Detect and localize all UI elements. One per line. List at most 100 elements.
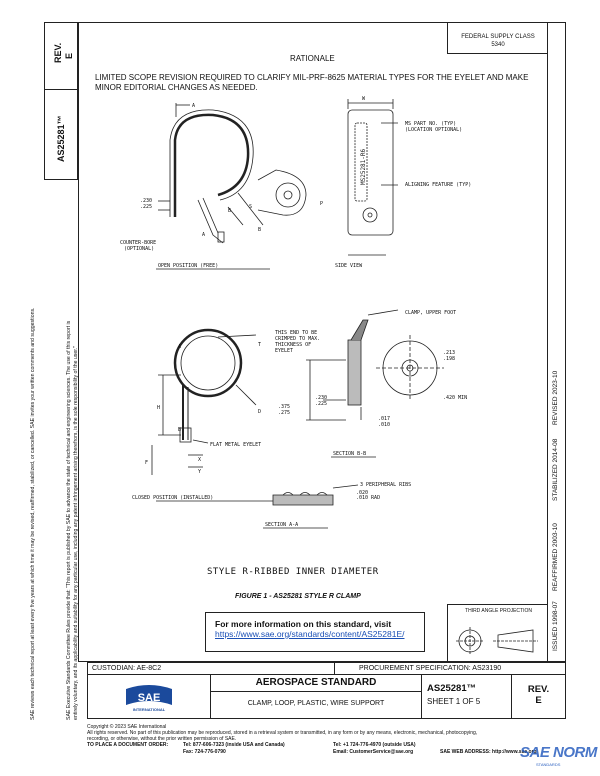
federal-supply-class: FEDERAL SUPPLY CLASS 5340 — [447, 22, 548, 54]
dim-225-a: .225 — [140, 204, 153, 210]
label-side-view: SIDE VIEW — [335, 263, 363, 269]
rationale-title: RATIONALE — [290, 54, 335, 63]
label-w: W — [362, 96, 366, 102]
dim-420: .420 MIN — [443, 395, 468, 401]
label-counter-bore: COUNTER-BORE — [120, 240, 157, 246]
footer-fax: Fax: 724-776-0790 — [183, 749, 226, 755]
label-flat-eyelet: FLAT METAL EYELET — [210, 442, 262, 448]
footer-email: Email: CustomerService@sae.org — [333, 749, 414, 755]
label-location-optional: (LOCATION OPTIONAL) — [405, 127, 463, 133]
logo-cell: SAE INTERNATIONAL — [87, 675, 210, 719]
dim-375: .375 — [278, 404, 291, 410]
drawing-frame — [78, 22, 548, 662]
rev-cell: REV. E — [511, 675, 566, 719]
dim-213: .213 — [443, 350, 456, 356]
stabilized-date: STABILIZED 2014-08 — [552, 438, 559, 501]
label-aligning-feature: ALIGNING FEATURE (TYP) — [405, 182, 472, 188]
margin-notice-line1: SAE Executive Standards Committee Rules … — [66, 320, 72, 720]
standard-type-cell: AEROSPACE STANDARD — [210, 675, 421, 692]
watermark-text: SAE NORM — [520, 744, 597, 761]
doc-title-cell: CLAMP, LOOP, PLASTIC, WIRE SUPPORT — [210, 692, 421, 719]
dim-198: .198 — [443, 356, 456, 362]
tb-sheet: SHEET 1 OF 5 — [427, 697, 481, 706]
label-x: X — [198, 457, 202, 463]
dim-230-a: .230 — [140, 198, 153, 204]
dim-017: .017 — [378, 416, 391, 422]
footer-order-label: TO PLACE A DOCUMENT ORDER: — [87, 742, 169, 748]
side-rev-box: REV. E — [44, 22, 78, 90]
margin-review-notice: SAE reviews each technical report at lea… — [30, 307, 36, 721]
label-d: D — [258, 409, 262, 415]
label-b-open: B — [228, 208, 232, 214]
standard-type-text: AEROSPACE STANDARD — [255, 677, 377, 688]
procurement-text: PROCUREMENT SPECIFICATION: AS23190 — [359, 665, 502, 672]
custodian-cell: CUSTODIAN: AE-8C2 — [87, 662, 334, 675]
footer-rights-2: recording, or otherwise, without the pri… — [87, 736, 237, 742]
procurement-cell: PROCUREMENT SPECIFICATION: AS23190 — [334, 662, 566, 675]
label-section-bb: SECTION B-B — [333, 451, 367, 457]
dim-225-b: .225 — [315, 401, 328, 407]
dim-275: .275 — [278, 410, 291, 416]
label-closed-position: CLOSED POSITION (INSTALLED) — [132, 495, 214, 501]
crimp-note-1: THIS END TO BE — [275, 330, 318, 336]
dim-230-b: .230 — [315, 395, 328, 401]
footer-web: SAE WEB ADDRESS: http://www.sae.org — [440, 749, 537, 755]
label-f: F — [145, 460, 149, 466]
label-a-top: A — [192, 103, 196, 109]
sae-logo-sub: INTERNATIONAL — [133, 707, 166, 712]
tb-rev-label: REV. — [527, 684, 550, 695]
dim-010: .010 — [378, 422, 391, 428]
label-a-closed: A — [178, 344, 182, 350]
reaffirmed-date: REAFFIRMED 2003-10 — [552, 523, 559, 591]
fsc-label: FEDERAL SUPPLY CLASS — [461, 34, 535, 40]
issued-date: ISSUED 1998-07 — [552, 601, 559, 651]
doc-number-cell: AS25281™ SHEET 1 OF 5 — [421, 675, 511, 719]
label-clamp-upper-foot: CLAMP, UPPER FOOT — [405, 310, 457, 316]
fsc-value: 5340 — [491, 42, 505, 48]
side-part-mark: MS25281-R6 — [360, 148, 367, 185]
tb-doc-number: AS25281™ — [427, 683, 477, 694]
side-doc-number: AS25281™ — [56, 115, 66, 162]
label-p: P — [320, 201, 324, 207]
dim-rad-010: .010 RAD — [356, 495, 381, 501]
revised-date: REVISED 2023-10 — [552, 370, 559, 425]
side-rev-value: E — [64, 52, 74, 59]
projection-symbol-icon — [456, 627, 538, 655]
info-title: For more information on this standard, v… — [215, 619, 392, 629]
crimp-note-4: EYELET — [275, 348, 294, 354]
label-peripheral-ribs: 3 PERIPHERAL RIBS — [360, 482, 412, 488]
footer-copyright: Copyright © 2023 SAE International — [87, 724, 167, 730]
info-url-link[interactable]: https://www.sae.org/standards/content/AS… — [215, 629, 405, 639]
technical-drawing: MS25281-R6 — [151, 99, 444, 529]
label-s: S — [249, 204, 253, 210]
history-column: ISSUED 1998-07 REAFFIRMED 2003-10 STABIL… — [548, 22, 566, 662]
tb-rev-value: E — [535, 695, 542, 706]
label-section-aa: SECTION A-A — [265, 522, 299, 528]
label-a-bottom: A — [202, 232, 206, 238]
info-box: For more information on this standard, v… — [205, 612, 425, 652]
rationale-text: LIMITED SCOPE REVISION REQUIRED TO CLARI… — [95, 73, 529, 92]
label-y: Y — [198, 469, 202, 475]
label-optional: (OPTIONAL) — [124, 246, 155, 252]
label-b-open-2: B — [258, 227, 262, 233]
label-h: H — [157, 405, 161, 411]
style-title: STYLE R-RIBBED INNER DIAMETER — [207, 567, 379, 577]
crimp-note-2: CRIMPED TO MAX. — [275, 336, 321, 342]
watermark-sub: STANDARDS — [536, 762, 561, 767]
custodian-text: CUSTODIAN: AE-8C2 — [92, 665, 162, 672]
figure-caption: FIGURE 1 - AS25281 STYLE R CLAMP — [235, 593, 361, 600]
side-docnum-box: AS25281™ — [44, 90, 78, 180]
label-ms-part-no: MS PART NO. (TYP) — [405, 121, 457, 127]
footer-tel-us: Tel: 877-606-7323 (inside USA and Canada… — [183, 742, 285, 748]
footer-tel-out: Tel: +1 724-776-4970 (outside USA) — [333, 742, 416, 748]
label-b-closed: B — [178, 427, 182, 433]
sae-logo-icon: SAE INTERNATIONAL — [126, 685, 172, 712]
sae-logo-text: SAE — [138, 692, 161, 704]
label-open-position: OPEN POSITION (FREE) — [158, 263, 219, 269]
label-t: T — [258, 342, 262, 348]
crimp-note-3: THICKNESS OF — [275, 342, 312, 348]
footer-rights: All rights reserved. No part of this pub… — [87, 730, 478, 736]
third-angle-projection: THIRD ANGLE PROJECTION — [447, 604, 548, 662]
side-rev-label: REV. — [53, 42, 63, 63]
dim-rad-020: .020 — [356, 490, 369, 496]
